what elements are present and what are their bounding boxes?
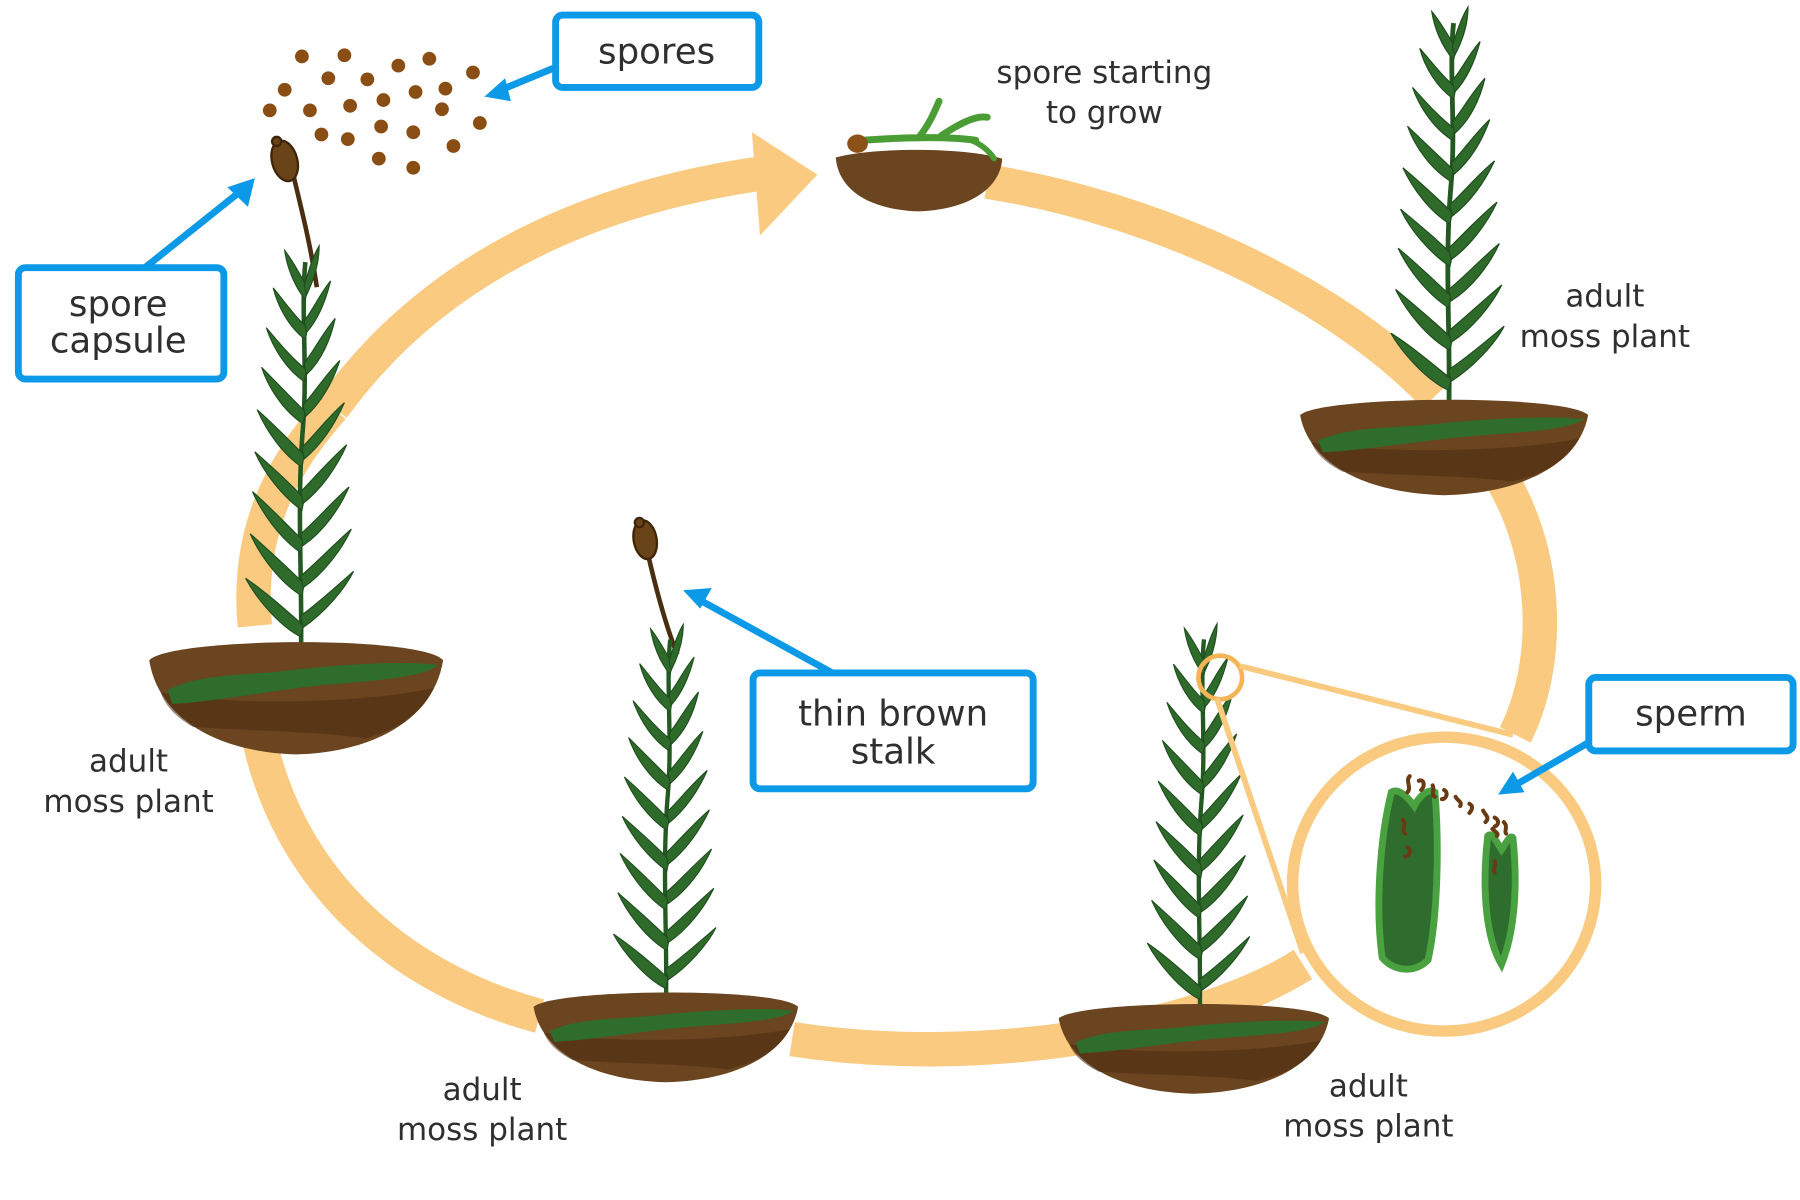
adult-moss-plant-with-stalk	[533, 516, 799, 1083]
stage-label-adult-top-right-line2: moss plant	[1520, 319, 1690, 355]
callout-thin-brown-stalk: thin brown stalk	[683, 587, 1037, 793]
callout-label-thin-brown-stalk-line2: stalk	[851, 732, 936, 773]
stage-label-adult-left-line2: moss plant	[43, 784, 213, 820]
adult-moss-plant-bottom-right	[1058, 624, 1514, 1094]
stage-label-adult-bottom-right-line1: adult	[1329, 1068, 1408, 1104]
spore-germinating	[835, 97, 1003, 212]
cycle-arrowhead	[751, 132, 818, 236]
stage-label-adult-bottom-right-line2: moss plant	[1283, 1109, 1453, 1145]
stage-label-adult-top-right-line1: adult	[1565, 279, 1644, 315]
antheridium-small	[1481, 831, 1519, 973]
stage-label-adult-bottom-line2: moss plant	[397, 1112, 567, 1148]
stage-label-adult-left-line1: adult	[89, 744, 168, 780]
stage-label-spore-growing-line2: to grow	[1046, 95, 1163, 131]
callout-label-sperm: sperm	[1635, 694, 1747, 735]
magnified-view	[1286, 731, 1602, 1037]
callout-sperm: sperm	[1498, 674, 1797, 795]
magnify-source-ring	[1196, 653, 1245, 702]
spores-cluster	[262, 48, 487, 175]
callout-spores: spores	[484, 11, 763, 102]
sperm-cells	[1400, 774, 1509, 875]
stage-label-adult-bottom-line1: adult	[443, 1072, 522, 1108]
stage-label-spore-growing-line1: spore starting	[996, 55, 1212, 91]
callout-label-spore-capsule-line1: spore	[69, 284, 168, 325]
callout-label-spore-capsule-line2: capsule	[50, 321, 187, 362]
adult-moss-plant-with-capsule	[149, 135, 444, 755]
adult-moss-plant-top-right	[1300, 7, 1589, 496]
callout-label-thin-brown-stalk-line1: thin brown	[798, 694, 988, 735]
callout-spore-capsule: spore capsule	[14, 178, 255, 383]
callout-label-spores: spores	[598, 31, 715, 72]
antheridium-large	[1375, 787, 1441, 973]
